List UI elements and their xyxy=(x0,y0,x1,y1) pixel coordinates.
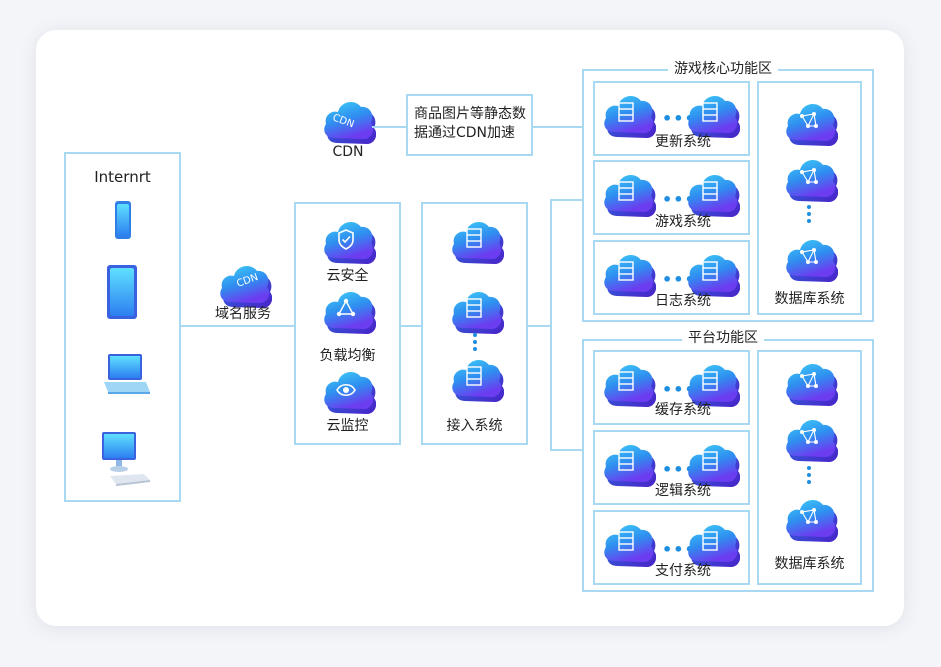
connector xyxy=(550,199,552,451)
phone-icon xyxy=(115,201,131,239)
platform-db-label: 数据库系统 xyxy=(774,556,845,572)
connector xyxy=(550,199,582,201)
tablet-icon xyxy=(107,265,137,319)
database-cloud-icon xyxy=(782,152,838,204)
connector xyxy=(533,126,582,128)
server-cloud-icon xyxy=(600,167,656,219)
server-cloud-icon xyxy=(448,352,504,404)
network-cloud-icon xyxy=(320,284,376,336)
server-cloud-icon xyxy=(600,517,656,569)
server-cloud-icon xyxy=(684,88,740,140)
cdn-label: CDN xyxy=(332,144,364,160)
server-cloud-icon xyxy=(684,167,740,219)
load-balance-label: 负载均衡 xyxy=(319,348,376,364)
server-cloud-icon xyxy=(448,284,504,336)
server-cloud-icon xyxy=(600,88,656,140)
database-cloud-icon xyxy=(782,412,838,464)
server-cloud-icon xyxy=(448,214,504,266)
connector xyxy=(550,449,582,451)
shield-cloud-icon xyxy=(320,214,376,266)
game-core-title: 游戏核心功能区 xyxy=(668,61,778,77)
more-dots: ••• xyxy=(662,460,696,479)
more-dots: ••• xyxy=(662,190,696,209)
database-cloud-icon xyxy=(782,232,838,284)
server-cloud-icon xyxy=(600,437,656,489)
more-dots: ••• xyxy=(662,109,696,128)
connector xyxy=(181,325,294,327)
payment-system-label: 支付系统 xyxy=(655,563,711,579)
server-cloud-icon xyxy=(684,437,740,489)
logic-system-label: 逻辑系统 xyxy=(655,483,711,499)
eye-cloud-icon xyxy=(320,364,376,416)
cache-system-label: 缓存系统 xyxy=(655,402,711,418)
laptop-icon xyxy=(104,354,150,394)
server-cloud-icon xyxy=(684,517,740,569)
server-cloud-icon xyxy=(600,247,656,299)
cdn-note-line1: 商品图片等静态数 xyxy=(414,106,526,122)
database-cloud-icon xyxy=(782,492,838,544)
internet-title: Internrt xyxy=(94,168,151,186)
server-cloud-icon xyxy=(684,357,740,409)
desktop-icon xyxy=(102,432,150,486)
game-db-label: 数据库系统 xyxy=(774,291,845,307)
platform-title: 平台功能区 xyxy=(682,330,764,346)
more-dots xyxy=(473,333,477,354)
more-dots xyxy=(807,205,811,226)
more-dots: ••• xyxy=(662,540,696,559)
cloud-monitor-label: 云监控 xyxy=(326,418,369,434)
more-dots: ••• xyxy=(662,380,696,399)
more-dots xyxy=(807,466,811,487)
cdn-note-line2: 据通过CDN加速 xyxy=(414,125,516,141)
connector xyxy=(528,325,550,327)
dns-label: 域名服务 xyxy=(215,306,271,322)
dns-cdn-cloud-icon: CDN xyxy=(216,258,272,310)
cloud-security-label: 云安全 xyxy=(326,268,369,284)
server-cloud-icon xyxy=(684,247,740,299)
database-cloud-icon xyxy=(782,96,838,148)
log-system-label: 日志系统 xyxy=(655,293,711,309)
connector xyxy=(401,325,421,327)
update-system-label: 更新系统 xyxy=(655,134,711,150)
access-label: 接入系统 xyxy=(446,418,503,434)
server-cloud-icon xyxy=(600,357,656,409)
more-dots: ••• xyxy=(662,270,696,289)
database-cloud-icon xyxy=(782,356,838,408)
cdn-note: 商品图片等静态数 据通过CDN加速 xyxy=(406,94,533,156)
game-system-label: 游戏系统 xyxy=(655,214,711,230)
cdn-cloud-icon: CDN xyxy=(320,94,376,146)
connector xyxy=(372,126,406,128)
